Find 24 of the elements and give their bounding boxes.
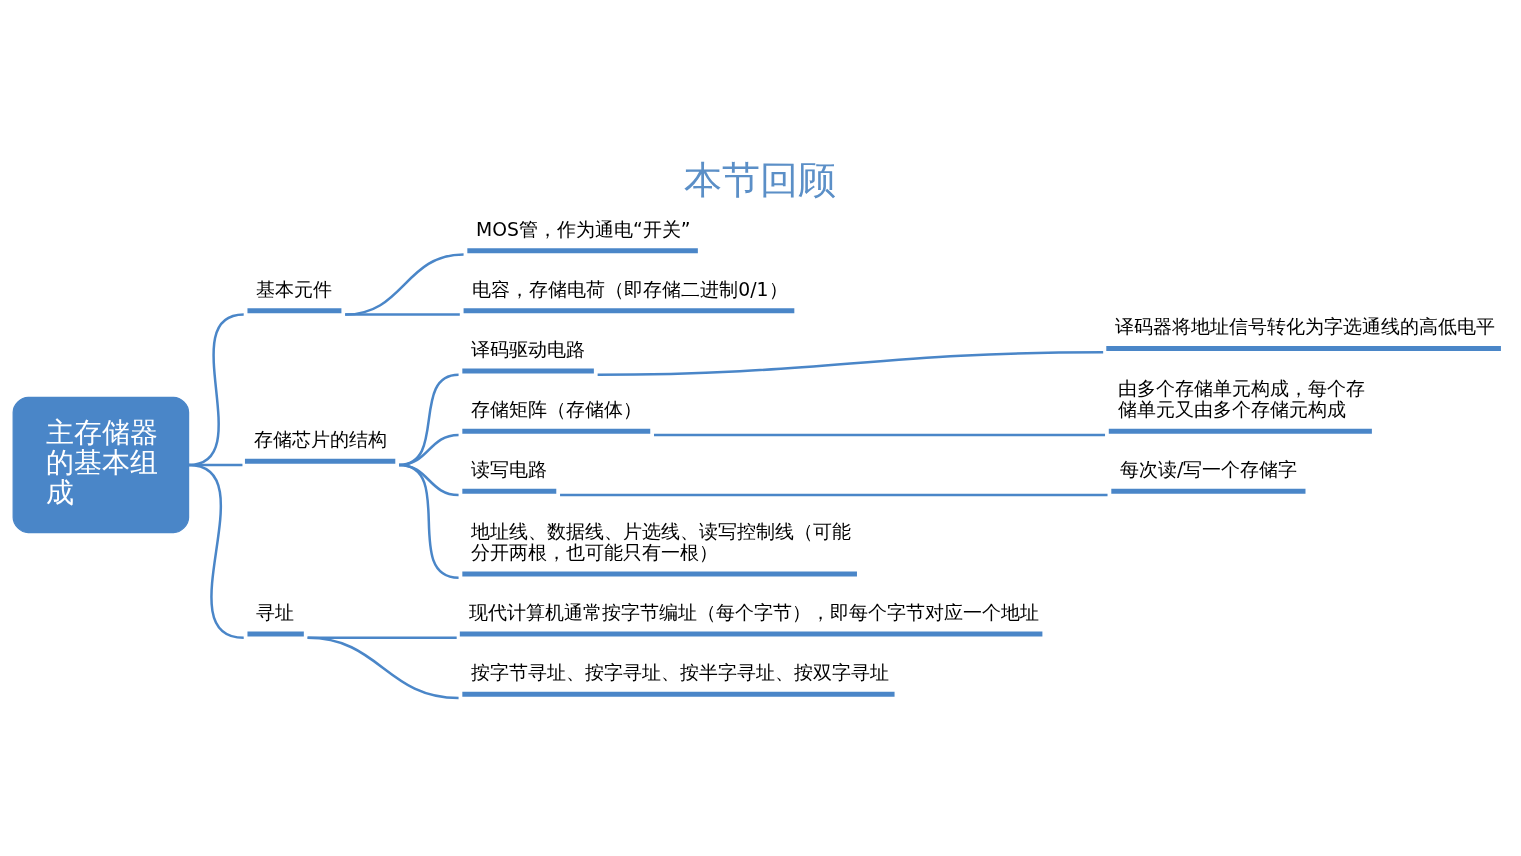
node-text: 存储矩阵（存储体） bbox=[471, 399, 643, 421]
connector bbox=[345, 253, 464, 316]
node-text: 每次读/写一个存储字 bbox=[1120, 459, 1298, 481]
node-box: 主存储器的基本组成 bbox=[12, 396, 190, 534]
connector bbox=[188, 463, 244, 640]
connector bbox=[345, 313, 460, 316]
connector bbox=[307, 636, 459, 700]
node-text: 地址线、数据线、片选线、读写控制线（可能分开两根，也可能只有一根） bbox=[471, 520, 852, 563]
diagram-title: 本节回顾 bbox=[684, 158, 837, 203]
node-text: MOS管，作为通电“开关” bbox=[476, 218, 691, 240]
node-text: 电容，存储电荷（即存储二进制0/1） bbox=[472, 278, 788, 300]
node-text: 由多个存储单元构成，每个存储单元又由多个存储元构成 bbox=[1117, 377, 1365, 421]
node-text: 基本元件 bbox=[256, 278, 333, 300]
node-text: 译码器将地址信号转化为字选通线的高低电平 bbox=[1115, 316, 1496, 338]
connector bbox=[398, 463, 459, 579]
node-text: 存储芯片的结构 bbox=[253, 429, 387, 451]
node-text: 读写电路 bbox=[471, 459, 548, 481]
node-text: 译码驱动电路 bbox=[471, 338, 586, 360]
connector bbox=[560, 493, 1108, 497]
node-text: 寻址 bbox=[256, 602, 295, 624]
connector bbox=[654, 433, 1106, 437]
node-text: 现代计算机通常按字节编址（每个字节），即每个字节对应一个地址 bbox=[468, 602, 1039, 624]
connector bbox=[597, 350, 1104, 376]
node-text: 按字节寻址、按字寻址、按半字寻址、按双字寻址 bbox=[471, 662, 890, 684]
